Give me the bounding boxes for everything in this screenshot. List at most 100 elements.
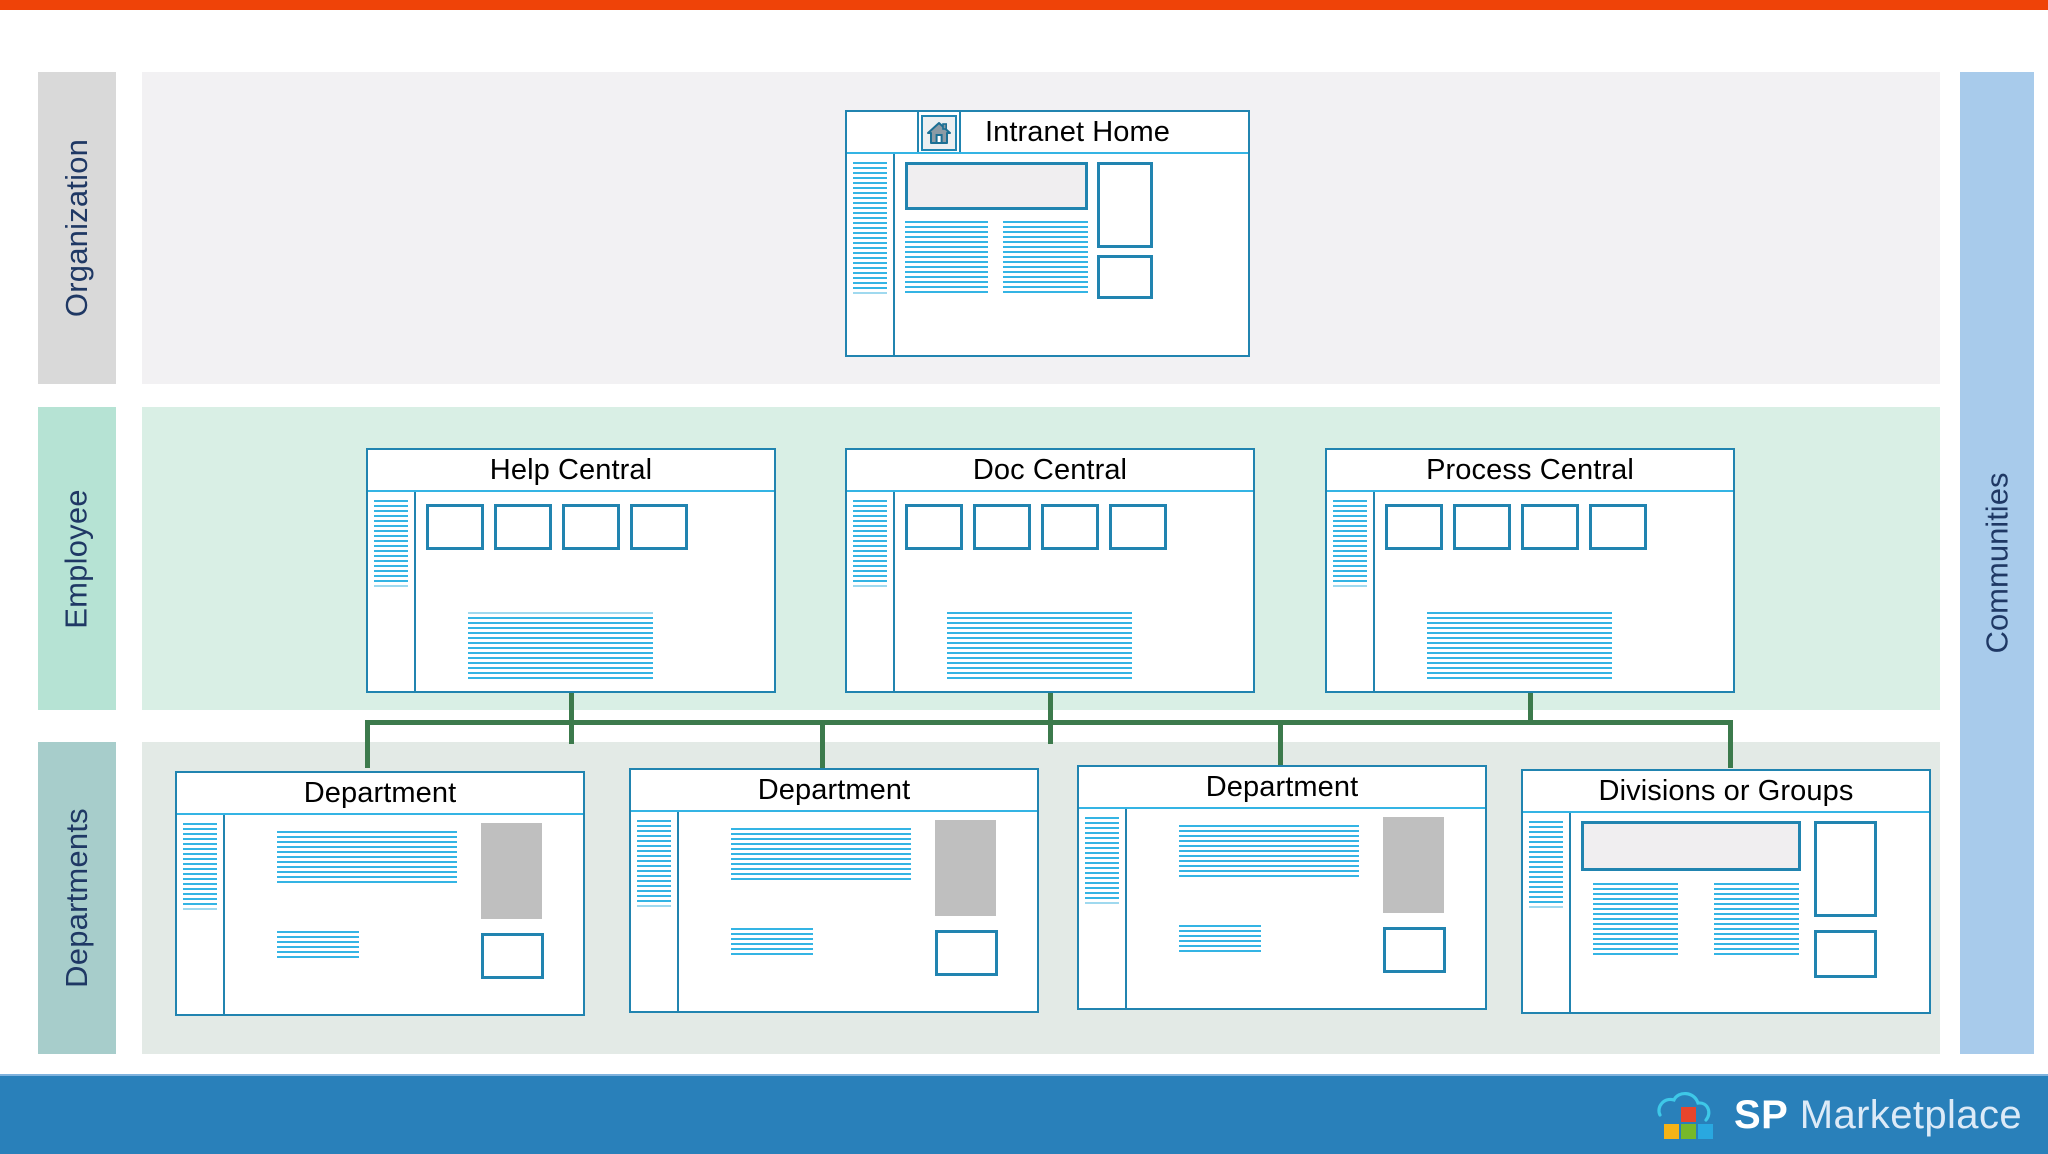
- home-icon[interactable]: [921, 115, 957, 151]
- card-department-1-title: Department: [303, 776, 457, 809]
- content-text-block-primary: [731, 828, 911, 880]
- quick-link-tiles: [426, 504, 766, 550]
- content-text-block-primary: [1179, 825, 1359, 877]
- content-column-left: [1593, 883, 1678, 955]
- card-main-intranet-home: [895, 154, 1248, 355]
- card-divisions-or-groups-body: [1523, 813, 1929, 1012]
- content-text-block-primary: [277, 831, 457, 883]
- right-rail-region-top[interactable]: [1097, 162, 1153, 248]
- hero-banner-region[interactable]: [1581, 821, 1801, 871]
- quick-link-tiles: [905, 504, 1245, 550]
- card-department-2-title: Department: [757, 773, 911, 806]
- content-text-block-secondary: [277, 931, 359, 958]
- connector-to-department-3: [1278, 720, 1283, 768]
- image-placeholder[interactable]: [481, 823, 542, 919]
- content-text-block: [947, 612, 1132, 679]
- content-text-block-secondary: [1179, 925, 1261, 952]
- card-process-central-body: [1327, 492, 1733, 691]
- card-department-3-body: [1079, 809, 1485, 1008]
- image-placeholder[interactable]: [935, 820, 996, 916]
- nav-link-lines: [1085, 817, 1119, 904]
- quick-link-tile[interactable]: [562, 504, 620, 550]
- card-main-department-1: [225, 815, 583, 1014]
- card-intranet-home[interactable]: Intranet Home: [845, 110, 1250, 357]
- card-help-central-title-bar: Help Central: [368, 450, 774, 492]
- right-rail-region-top[interactable]: [1814, 821, 1877, 917]
- card-process-central-title: Process Central: [1426, 453, 1634, 486]
- nav-link-lines: [1529, 821, 1563, 908]
- lane-label-organization: Organization: [38, 72, 116, 384]
- sidebar-widget-box[interactable]: [481, 933, 544, 979]
- quick-link-tile[interactable]: [1041, 504, 1099, 550]
- card-help-central-body: [368, 492, 774, 691]
- card-intranet-home-body: [847, 154, 1248, 355]
- quick-link-tile[interactable]: [426, 504, 484, 550]
- connector-from-process-central: [1528, 693, 1533, 724]
- right-rail-region-bottom[interactable]: [1097, 255, 1153, 299]
- card-nav-department-2[interactable]: [631, 812, 679, 1011]
- card-department-3[interactable]: Department: [1077, 765, 1487, 1010]
- card-main-divisions-or-groups: [1571, 813, 1929, 1012]
- brand-logo[interactable]: SP Marketplace: [1650, 1082, 2022, 1148]
- card-intranet-home-title: Intranet Home: [984, 115, 1171, 148]
- card-help-central[interactable]: Help Central: [366, 448, 776, 693]
- image-placeholder[interactable]: [1383, 817, 1444, 913]
- card-divisions-or-groups[interactable]: Divisions or Groups: [1521, 769, 1931, 1014]
- card-divisions-or-groups-title-bar: Divisions or Groups: [1523, 771, 1929, 813]
- content-column-right: [1003, 221, 1088, 293]
- quick-link-tile[interactable]: [1453, 504, 1511, 550]
- card-department-2[interactable]: Department: [629, 768, 1039, 1013]
- lane-label-employee-text: Employee: [59, 488, 95, 629]
- top-accent-bar: [0, 0, 2048, 10]
- card-main-doc-central: [895, 492, 1253, 691]
- card-doc-central-title-bar: Doc Central: [847, 450, 1253, 492]
- sp-cloud-squares-logo-icon: [1650, 1087, 1718, 1143]
- quick-link-tiles: [1385, 504, 1725, 550]
- card-doc-central-body: [847, 492, 1253, 691]
- card-help-central-title: Help Central: [489, 453, 653, 486]
- sidebar-widget-box[interactable]: [1383, 927, 1446, 973]
- quick-link-tile[interactable]: [905, 504, 963, 550]
- card-doc-central-title: Doc Central: [972, 453, 1128, 486]
- nav-link-lines: [183, 823, 217, 910]
- card-nav-doc-central[interactable]: [847, 492, 895, 691]
- quick-link-tile[interactable]: [1385, 504, 1443, 550]
- card-nav-intranet-home[interactable]: [847, 154, 895, 355]
- quick-link-tile[interactable]: [630, 504, 688, 550]
- card-nav-process-central[interactable]: [1327, 492, 1375, 691]
- content-text-block: [468, 612, 653, 679]
- hero-banner-region[interactable]: [905, 162, 1088, 210]
- title-divider: [959, 112, 961, 152]
- quick-link-tile[interactable]: [1521, 504, 1579, 550]
- title-divider: [917, 112, 919, 152]
- card-nav-department-1[interactable]: [177, 815, 225, 1014]
- communities-column: Communities: [1960, 72, 2034, 1054]
- card-department-1[interactable]: Department: [175, 771, 585, 1016]
- connector-to-department-2: [820, 720, 825, 768]
- card-doc-central[interactable]: Doc Central: [845, 448, 1255, 693]
- card-process-central[interactable]: Process Central: [1325, 448, 1735, 693]
- card-nav-help-central[interactable]: [368, 492, 416, 691]
- brand-name-primary: SP: [1734, 1092, 1789, 1137]
- brand-wordmark: SP Marketplace: [1734, 1093, 2022, 1138]
- quick-link-tile[interactable]: [1109, 504, 1167, 550]
- footer-bar: SP Marketplace: [0, 1074, 2048, 1154]
- lane-label-departments-text: Departments: [59, 808, 95, 988]
- card-main-process-central: [1375, 492, 1733, 691]
- card-department-2-title-bar: Department: [631, 770, 1037, 812]
- nav-link-lines: [1333, 500, 1367, 587]
- card-nav-divisions-or-groups[interactable]: [1523, 813, 1571, 1012]
- connector-from-help-central: [569, 693, 574, 744]
- quick-link-tile[interactable]: [1589, 504, 1647, 550]
- quick-link-tile[interactable]: [494, 504, 552, 550]
- connector-to-divisions-or-groups: [1728, 720, 1733, 768]
- content-column-right: [1714, 883, 1799, 955]
- card-main-help-central: [416, 492, 774, 691]
- quick-link-tile[interactable]: [973, 504, 1031, 550]
- sidebar-widget-box[interactable]: [935, 930, 998, 976]
- connector-from-doc-central: [1048, 693, 1053, 744]
- nav-link-lines: [853, 500, 887, 587]
- right-rail-region-bottom[interactable]: [1814, 930, 1877, 978]
- nav-link-lines: [374, 500, 408, 587]
- card-nav-department-3[interactable]: [1079, 809, 1127, 1008]
